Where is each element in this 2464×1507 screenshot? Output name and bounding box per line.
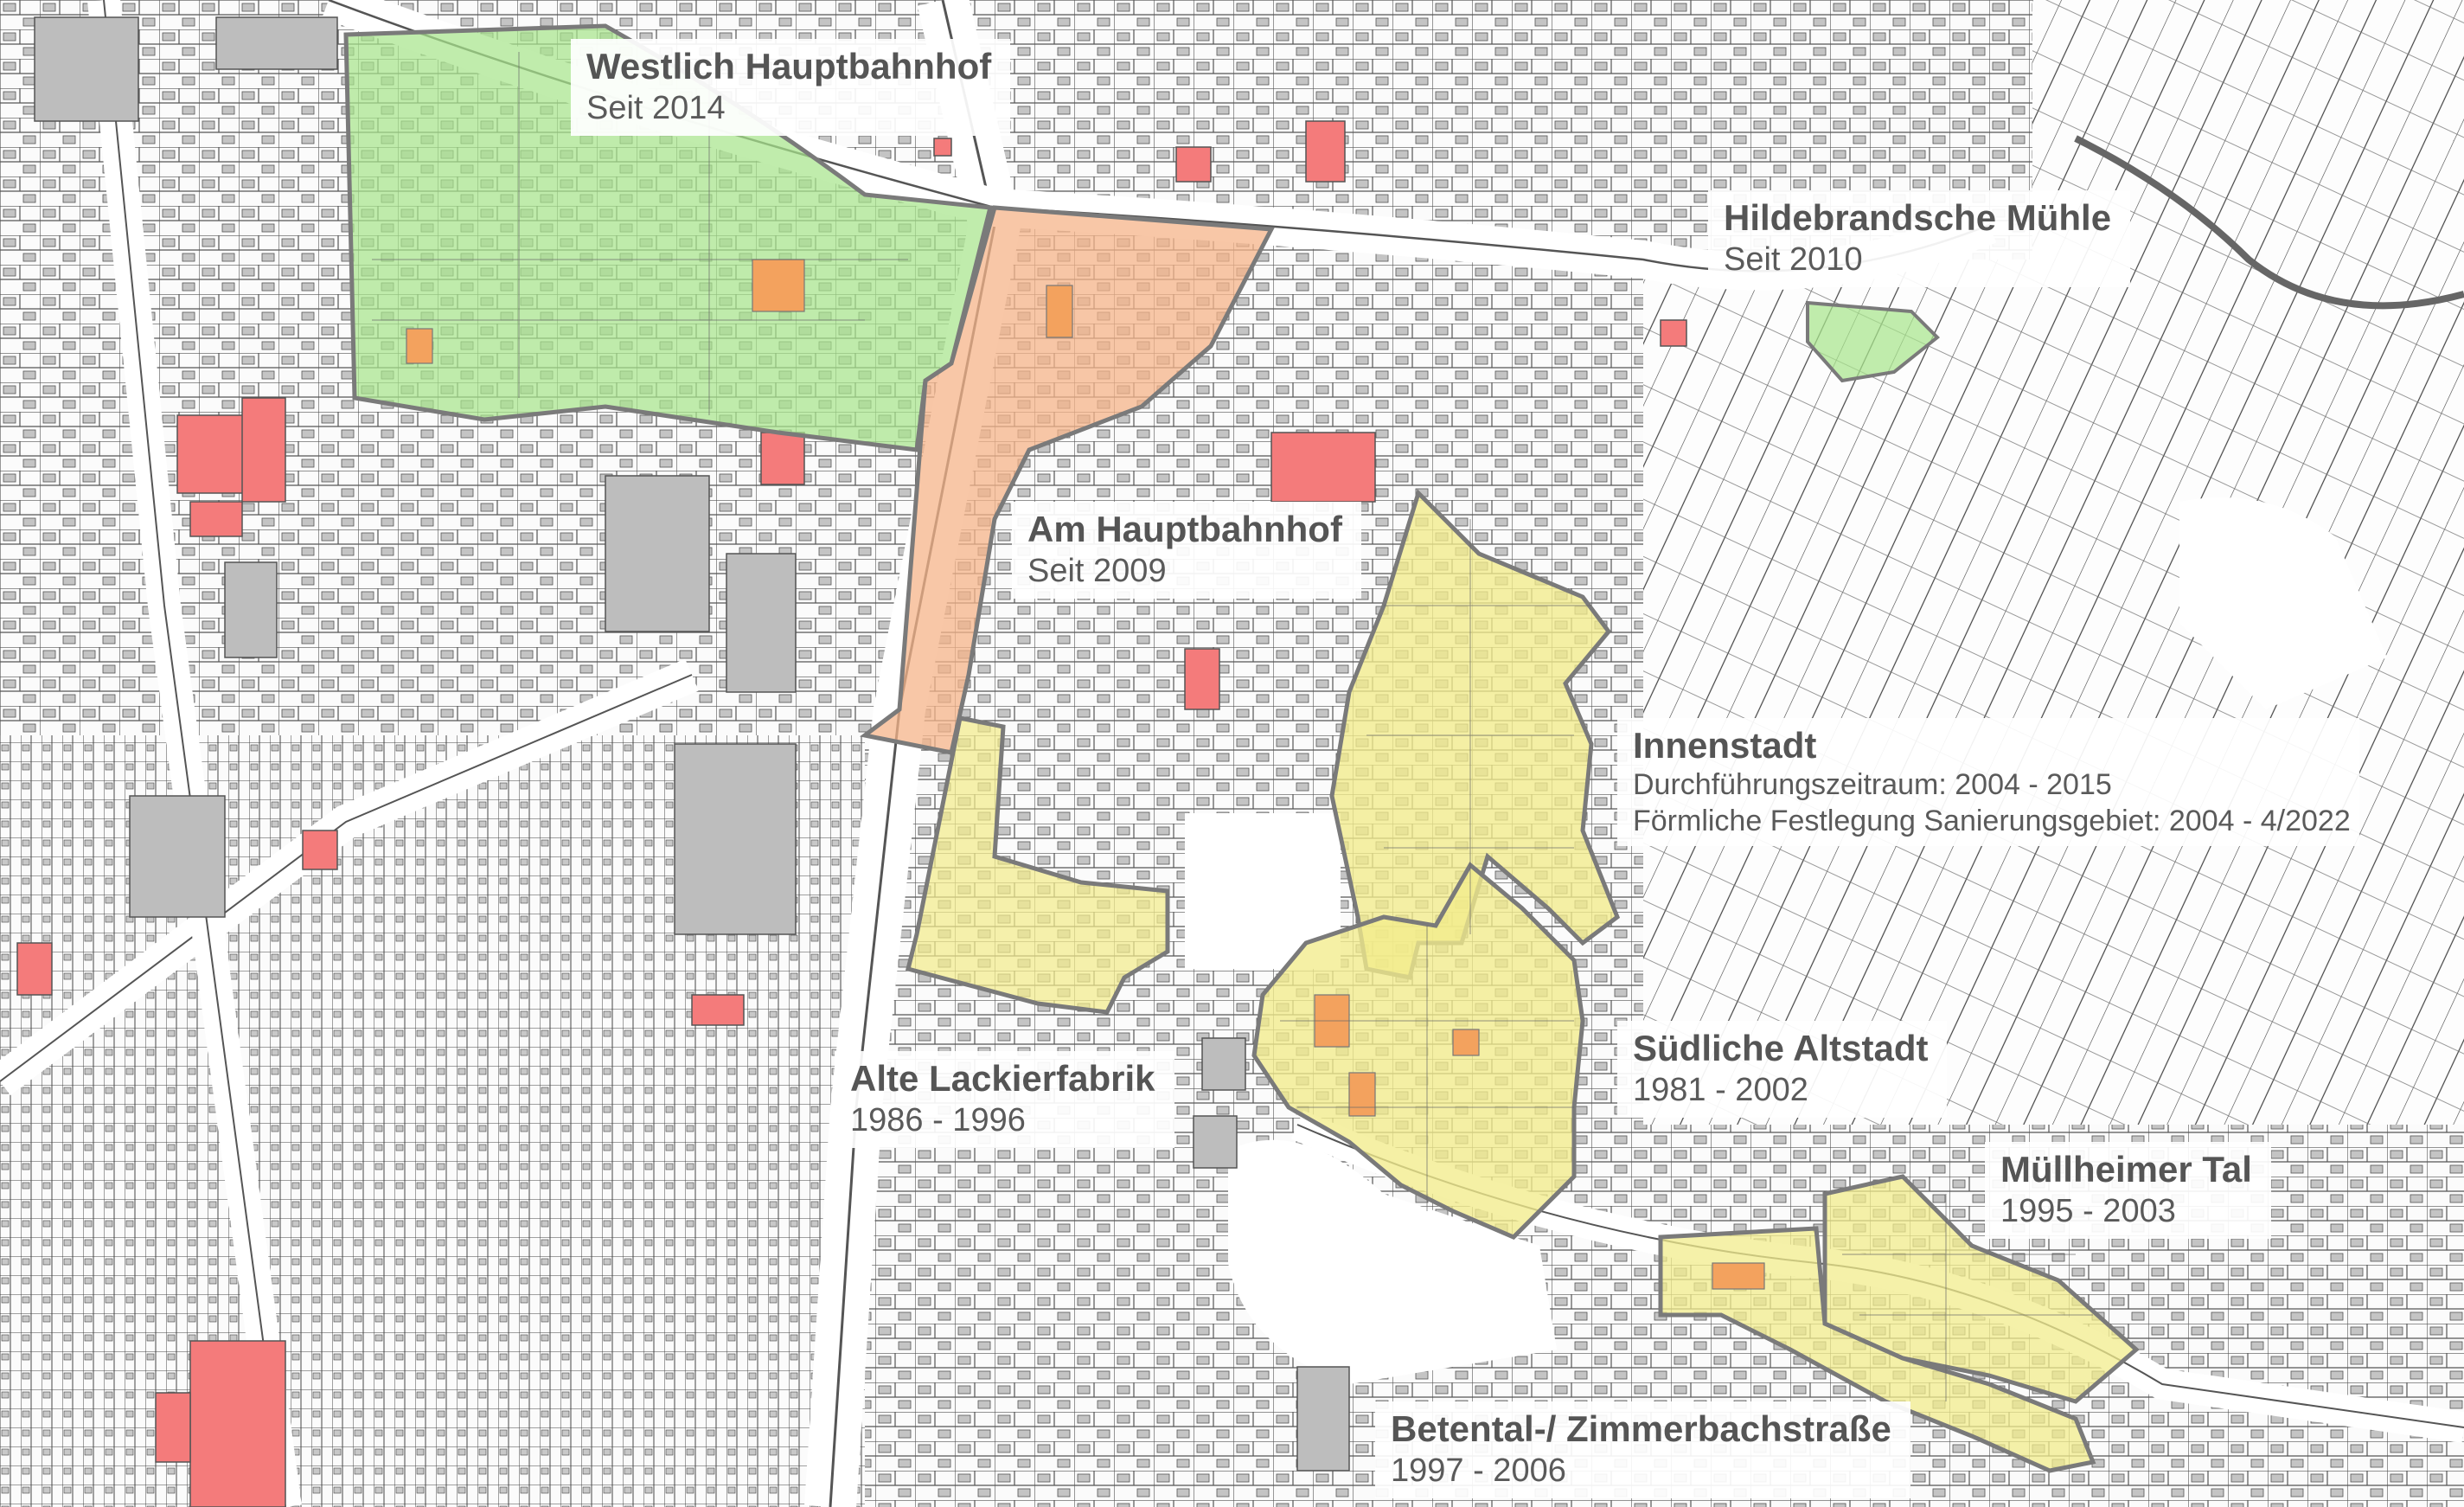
area-period: 1981 - 2002 [1633,1072,1808,1109]
area-shape-hildebrandsche-muehle [1806,300,1940,383]
area-name: Hildebrandsche Mühle [1724,197,2112,238]
area-parcel-lines [372,52,2093,1401]
area-period: Seit 2010 [1724,241,1863,279]
area-period: 1997 - 2006 [1391,1452,1566,1490]
area-name: Südliche Altstadt [1633,1028,1929,1068]
area-line-1: Durchführungszeitraum: 2004 - 2015 [1633,768,2112,802]
label-betental-zimmerbachstrasse: Betental-/ Zimmerbachstraße 1997 - 2006 [1375,1401,1910,1498]
area-period: Seit 2014 [586,90,726,127]
area-period: 1995 - 2003 [2000,1193,2176,1230]
road-west-diagonal-edge [0,674,693,1082]
area-name: Westlich Hauptbahnhof [586,46,992,87]
area-shape-am-hauptbahnhof [860,205,1275,755]
area-name: Innenstadt [1633,725,1817,766]
area-name: Am Hauptbahnhof [1027,509,1342,549]
area-period: Seit 2009 [1027,553,1167,590]
open-land-east [2179,497,2387,709]
open-land-south [1228,1139,1557,1384]
road-west-vertical-edge [103,0,286,1507]
area-shape-betental-zimmerbachstrasse [1658,1226,2096,1473]
label-suedliche-altstadt: Südliche Altstadt 1981 - 2002 [1617,1021,1948,1118]
label-hildebrandsche-muehle: Hildebrandsche Mühle Seit 2010 [1708,190,2131,287]
area-period: 1986 - 1996 [850,1102,1026,1139]
buildings-gray [34,16,1350,1472]
label-muellheimer-tal: Müllheimer Tal 1995 - 2003 [1985,1142,2271,1239]
area-shape-alte-lackierfabrik [905,715,1170,1015]
label-westlich-hauptbahnhof: Westlich Hauptbahnhof Seit 2014 [571,39,1011,136]
area-name: Betental-/ Zimmerbachstraße [1391,1408,1891,1449]
label-alte-lackierfabrik: Alte Lackierfabrik 1986 - 1996 [835,1051,1174,1148]
area-shape-suedliche-altstadt [1251,862,1585,1240]
label-innenstadt: Innenstadt Durchführungszeitraum: 2004 -… [1617,718,2359,847]
basemap-fields-northeast [2032,0,2464,363]
stream-east [2074,135,2464,310]
basemap-fields-east [1643,260,2464,1125]
area-name: Alte Lackierfabrik [850,1058,1155,1099]
label-am-hauptbahnhof: Am Hauptbahnhof Seit 2009 [1012,502,1361,599]
area-line-2: Förmliche Festlegung Sanierungsgebiet: 2… [1633,804,2351,837]
area-name: Müllheimer Tal [2000,1149,2252,1190]
